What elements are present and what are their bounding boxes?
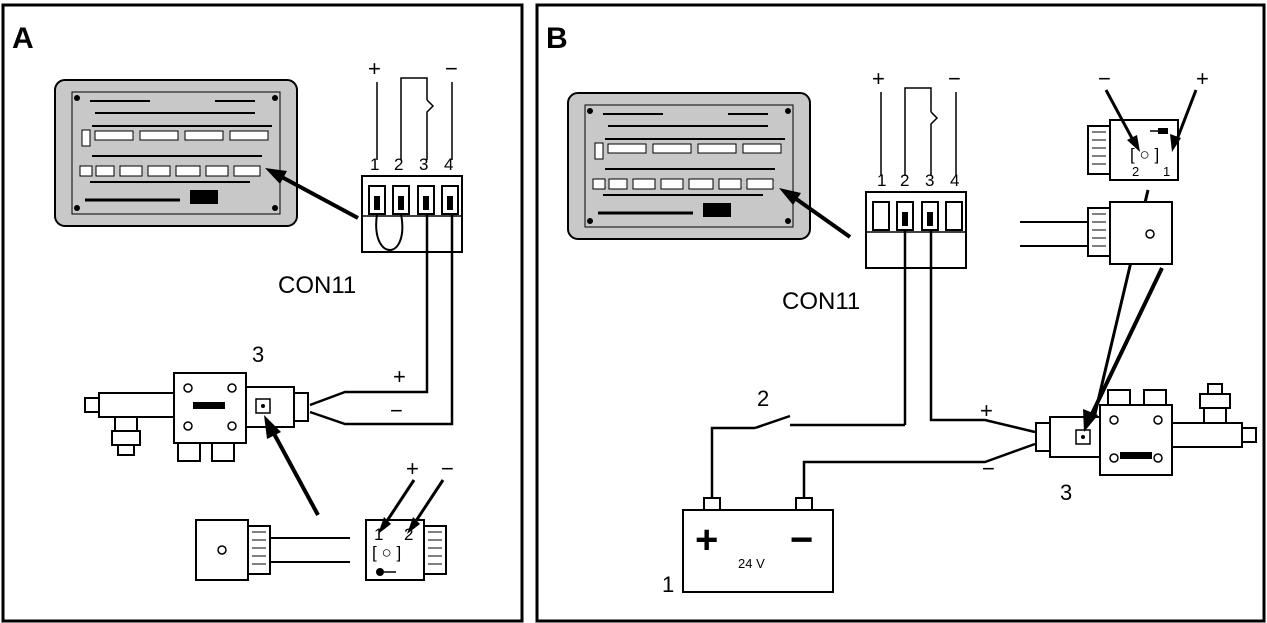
svg-text:24 V: 24 V xyxy=(738,556,765,571)
panel-b-frame xyxy=(535,3,1266,623)
panel-a-valve-wires xyxy=(309,214,454,426)
panel-b-valve-number: 3 xyxy=(1060,480,1072,505)
panel-b-coil-plug xyxy=(1020,201,1173,265)
panel-b-connector-minus: − xyxy=(948,66,961,91)
svg-text:+: + xyxy=(393,364,406,389)
panel-b-switch-number: 2 xyxy=(757,386,769,411)
panel-a-connector-minus: − xyxy=(445,56,458,81)
panel-b-wires xyxy=(710,230,1036,500)
panel-b-letter: B xyxy=(546,22,568,55)
panel-a-connector-label: CON11 xyxy=(278,272,356,299)
svg-text:+: + xyxy=(695,518,718,562)
panel-a-connector-plus: + xyxy=(368,56,381,81)
svg-text:1: 1 xyxy=(374,525,383,544)
panel-a-plug-arrow xyxy=(264,415,320,516)
svg-text:3: 3 xyxy=(419,155,428,174)
svg-text:4: 4 xyxy=(444,155,453,174)
svg-text:−: − xyxy=(790,518,813,562)
panel-a-letter: A xyxy=(12,22,34,55)
svg-text:1: 1 xyxy=(877,171,886,190)
svg-text:4: 4 xyxy=(950,171,959,190)
svg-text:[ ○ ]: [ ○ ] xyxy=(372,543,401,562)
panel-b-connector: 1 2 3 4 + − CON11 xyxy=(782,66,967,315)
svg-text:2: 2 xyxy=(404,525,413,544)
svg-text:−: − xyxy=(390,398,403,423)
panel-b-control-board xyxy=(567,92,811,240)
panel-b-battery: + − 24 V 1 xyxy=(662,497,834,597)
svg-text:3: 3 xyxy=(925,171,934,190)
panel-b-battery-number: 1 xyxy=(662,572,674,597)
panel-a-connector: 1 2 3 4 + − CON11 xyxy=(278,56,463,299)
svg-text:2: 2 xyxy=(394,155,403,174)
svg-text:−: − xyxy=(1098,66,1111,91)
svg-text:+: + xyxy=(406,456,419,481)
svg-text:+: + xyxy=(980,398,993,423)
panel-b-valve: 3 xyxy=(1035,383,1257,505)
svg-text:+: + xyxy=(1196,66,1209,91)
svg-text:−: − xyxy=(441,456,454,481)
svg-text:2: 2 xyxy=(900,171,909,190)
panel-a-valve-number: 3 xyxy=(252,342,264,367)
panel-b-connector-label: CON11 xyxy=(782,288,860,315)
panel-a-plug-detail: + − 1 2 [ ○ ] xyxy=(365,456,454,581)
panel-b-plug-detail: − + [ ○ ] 2 1 xyxy=(1087,66,1209,181)
panel-a-board-arrow xyxy=(265,168,359,220)
panel-a-valve: 3 xyxy=(84,342,309,462)
panel-a-control-board xyxy=(54,79,298,227)
svg-text:1: 1 xyxy=(370,155,379,174)
svg-text:1: 1 xyxy=(1163,164,1170,179)
svg-text:2: 2 xyxy=(1132,164,1139,179)
svg-text:[ ○ ]: [ ○ ] xyxy=(1130,145,1159,164)
panel-b-board-arrow xyxy=(779,188,852,239)
svg-text:−: − xyxy=(982,456,995,481)
panel-a-coil-plug xyxy=(195,519,350,581)
panel-a-frame xyxy=(1,3,524,623)
panel-b-connector-plus: + xyxy=(872,66,885,91)
